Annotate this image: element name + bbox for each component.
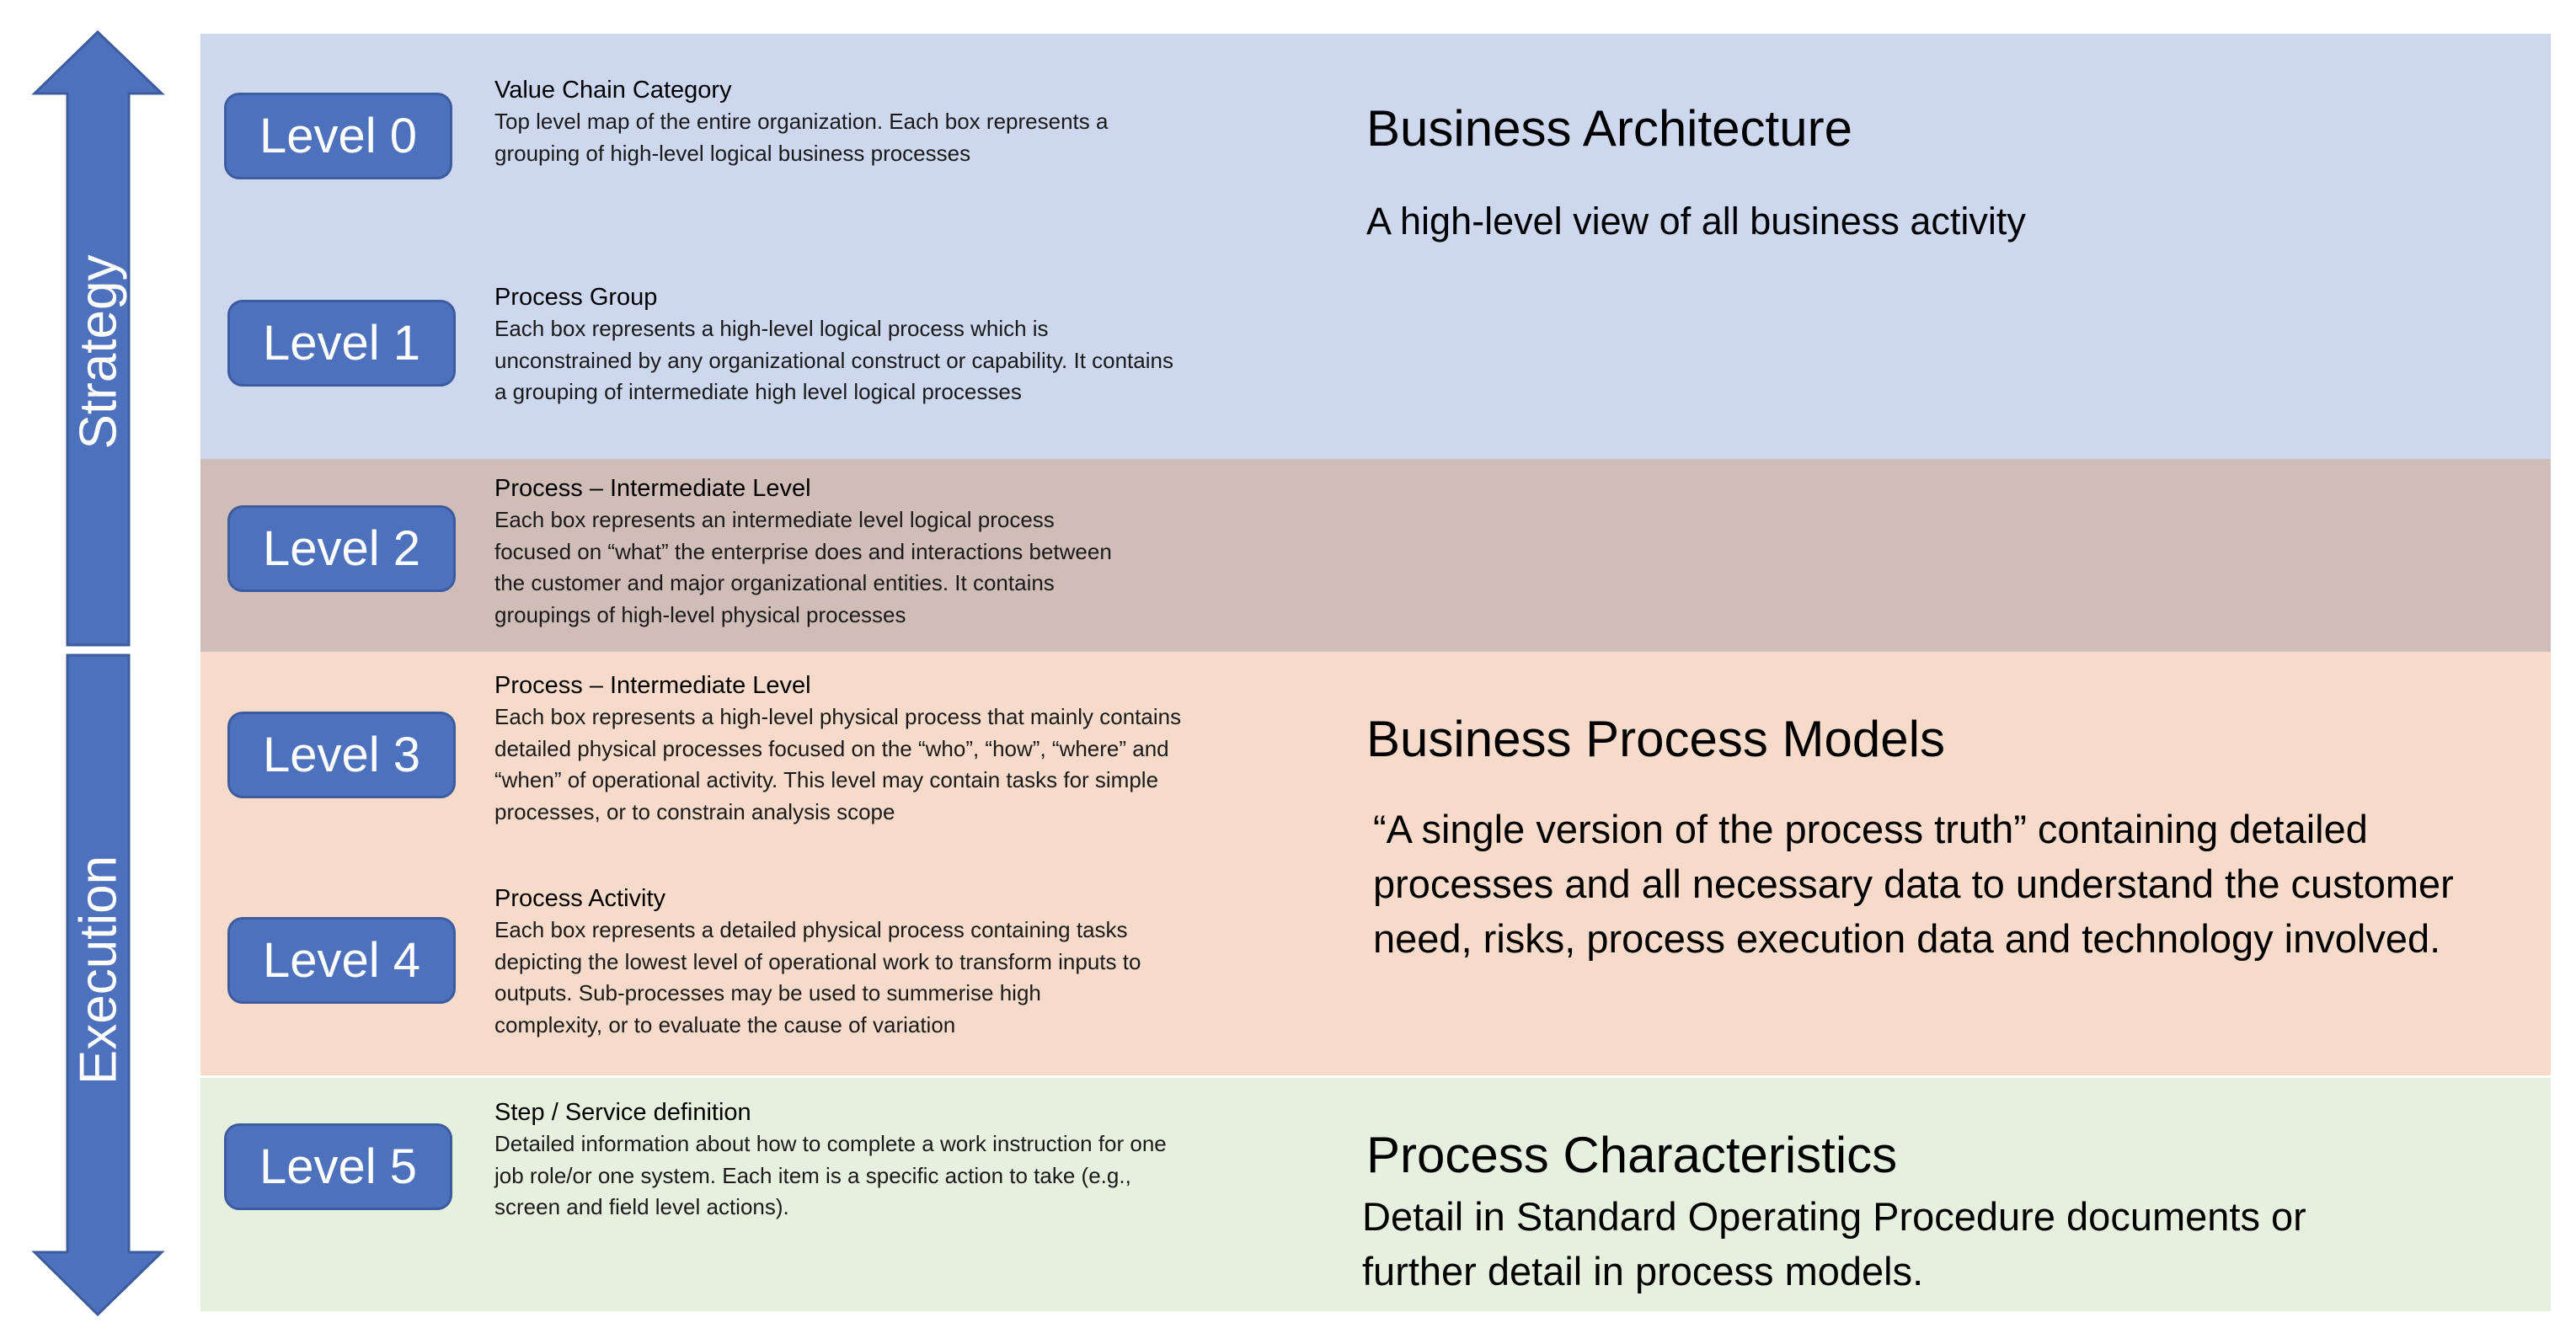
execution-label: Execution [69, 855, 128, 1085]
process-characteristics-heading: Process Characteristics [1366, 1127, 1898, 1183]
strategy-execution-arrows [31, 29, 165, 1317]
level-1-title: Process Group [494, 284, 658, 311]
level-4-description: Process Activity Each box represents a d… [494, 883, 1152, 1041]
level-4-text: Each box represents a detailed physical … [494, 917, 1141, 1037]
business-architecture-text: A high-level view of all business activi… [1366, 200, 2026, 243]
level-5-description: Step / Service definition Detailed infor… [494, 1096, 1185, 1224]
level-3-button[interactable]: Level 3 [227, 712, 456, 798]
level-3-description: Process – Intermediate Level Each box re… [494, 669, 1185, 828]
level-4-title: Process Activity [494, 885, 666, 912]
level-4-button[interactable]: Level 4 [227, 917, 456, 1004]
level-5-title: Step / Service definition [494, 1099, 751, 1126]
level-0-title: Value Chain Category [494, 77, 732, 104]
strategy-label: Strategy [69, 254, 128, 450]
level-1-description: Process Group Each box represents a high… [494, 281, 1185, 408]
band-business-architecture [200, 34, 2551, 459]
level-5-button[interactable]: Level 5 [224, 1123, 452, 1210]
level-2-description: Process – Intermediate Level Each box re… [494, 472, 1135, 631]
level-2-text: Each box represents an intermediate leve… [494, 507, 1112, 627]
band-business-process-models [200, 652, 2551, 1075]
level-0-text: Top level map of the entire organization… [494, 109, 1109, 166]
level-0-description: Value Chain Category Top level map of th… [494, 74, 1185, 169]
level-3-title: Process – Intermediate Level [494, 672, 811, 699]
process-characteristics-text: Detail in Standard Operating Procedure d… [1362, 1194, 2306, 1293]
level-5-text: Detailed information about how to comple… [494, 1131, 1167, 1219]
level-1-text: Each box represents a high-level logical… [494, 316, 1173, 404]
business-process-models-text: “A single version of the process truth” … [1373, 807, 2454, 961]
level-2-button[interactable]: Level 2 [227, 505, 456, 592]
business-process-models-heading: Business Process Models [1366, 711, 1945, 767]
business-architecture-heading: Business Architecture [1366, 100, 1852, 157]
level-1-button[interactable]: Level 1 [227, 300, 456, 387]
level-0-button[interactable]: Level 0 [224, 93, 452, 179]
level-3-text: Each box represents a high-level physica… [494, 704, 1182, 824]
level-2-title: Process – Intermediate Level [494, 475, 811, 502]
band-intermediate-level [200, 459, 2551, 652]
band-process-characteristics [200, 1078, 2551, 1311]
arrow-down-icon [31, 653, 165, 1317]
arrow-up-icon [31, 29, 165, 647]
